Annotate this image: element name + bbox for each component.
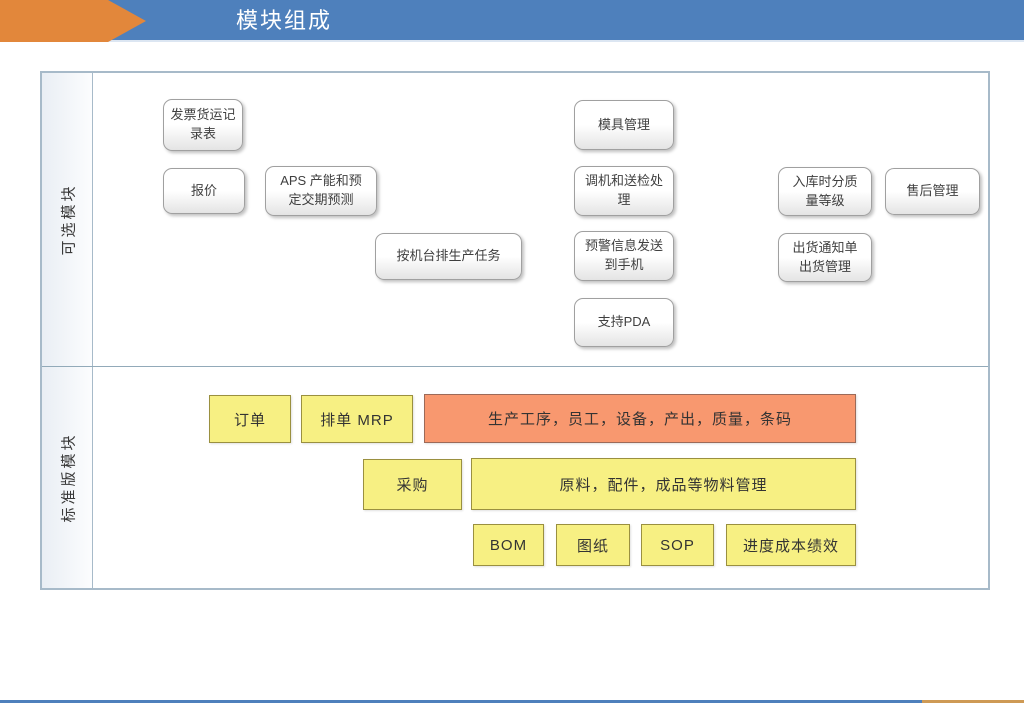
box-mrp-scheduling: 排单 MRP — [301, 395, 413, 443]
box-bom: BOM — [473, 524, 544, 566]
page-title: 模块组成 — [236, 8, 333, 33]
box-warehouse-quality-grade: 入库时分质 量等级 — [778, 167, 872, 216]
box-invoice-shipping-record: 发票货运记 录表 — [163, 99, 243, 151]
optional-modules-label: 可选模块 — [60, 183, 78, 256]
box-machine-adjust-inspection: 调机和送检处 理 — [574, 166, 674, 216]
box-aps-capacity-forecast: APS 产能和预 定交期预测 — [265, 166, 377, 216]
box-shipping-notice-management: 出货通知单 出货管理 — [778, 233, 872, 282]
footer-line-orange — [922, 700, 1024, 703]
box-production-process: 生产工序，员工，设备，产出，质量，条码 — [424, 394, 856, 443]
box-progress-cost-performance: 进度成本绩效 — [726, 524, 856, 566]
box-alert-to-phone: 预警信息发送 到手机 — [574, 231, 674, 281]
standard-modules-label: 标准版模块 — [60, 432, 78, 523]
box-materials-management: 原料，配件，成品等物料管理 — [471, 458, 856, 510]
box-pda-support: 支持PDA — [574, 298, 674, 347]
optional-modules-label-cell: 可选模块 — [42, 73, 93, 366]
box-drawings: 图纸 — [556, 524, 630, 566]
box-quotation: 报价 — [163, 168, 245, 214]
box-mold-management: 模具管理 — [574, 100, 674, 150]
box-orders: 订单 — [209, 395, 291, 443]
header-banner: 模块组成 — [0, 0, 1024, 42]
box-machine-production-task: 按机台排生产任务 — [375, 233, 522, 280]
footer-line-blue — [0, 700, 922, 703]
box-after-sales-management: 售后管理 — [885, 168, 980, 215]
standard-modules-label-cell: 标准版模块 — [42, 367, 93, 588]
section-divider — [42, 366, 988, 367]
box-sop: SOP — [641, 524, 714, 566]
section-label-column — [42, 73, 93, 588]
box-purchasing: 采购 — [363, 459, 462, 510]
